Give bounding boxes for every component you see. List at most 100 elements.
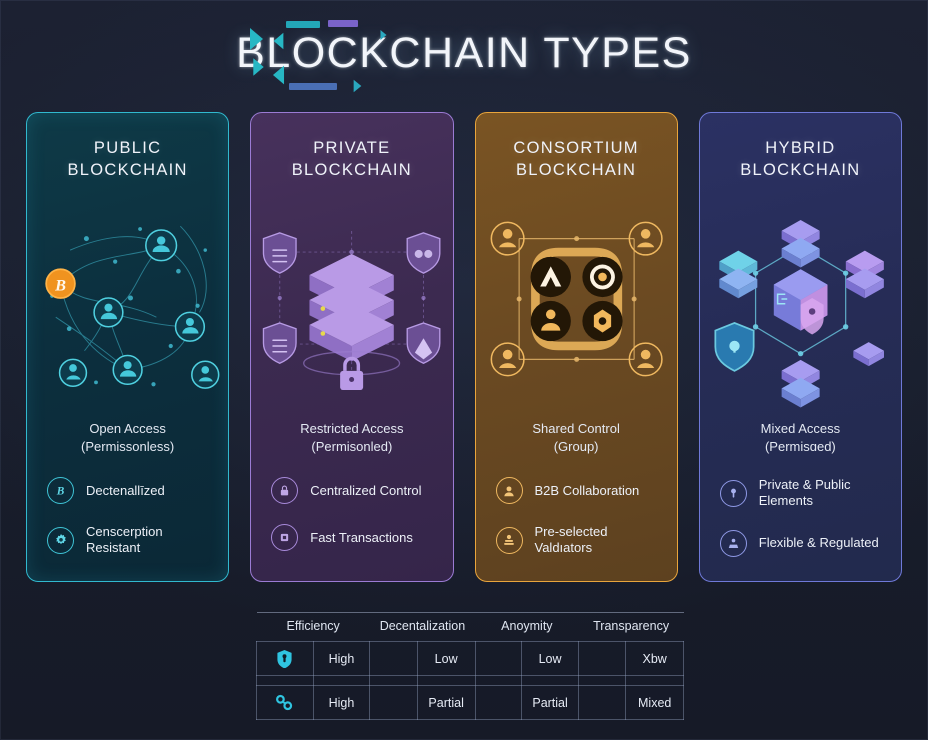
decor-triangle-left-3 [273, 32, 284, 50]
lock-icon [271, 477, 299, 505]
subtitle-line1: Restricted Access [300, 420, 404, 436]
feature-item[interactable]: B2B Collaboration [495, 477, 657, 505]
blockchain-type-cards: PUBLIC BLOCKCHAIN [26, 112, 902, 582]
svg-text:B: B [54, 275, 66, 294]
cell-anonymity: Partial [520, 685, 580, 720]
card-title-line1: PUBLIC [93, 139, 162, 157]
card-title-line2: BLOCKCHAIN [67, 160, 188, 179]
feature-label: B2B Collaboration [534, 482, 640, 498]
decor-bar-blue [289, 83, 337, 90]
card-title-line2: BLOCKCHAIN [515, 160, 637, 179]
comparison-table: Efficiency Decentalization Anoymity Tran… [256, 612, 684, 720]
cell-spacer [578, 685, 627, 720]
subtitle-line2: (Permissonless) [81, 439, 175, 455]
cell-spacer [578, 641, 627, 676]
card-title-consortium: CONSORTIUM BLOCKCHAIN [513, 138, 638, 182]
svg-text:B: B [56, 486, 65, 497]
card-subtitle-public: Open Access (Permissonless) [81, 420, 174, 458]
balance-icon [719, 529, 747, 557]
table-row-spacer [256, 675, 684, 686]
table-header-decentralization: Decentalization [369, 612, 475, 642]
nodes-icon [256, 685, 314, 720]
feature-label: Pre-selected Valdıators [534, 524, 608, 556]
card-hybrid-blockchain[interactable]: HYBRID BLOCKCHAIN [698, 112, 902, 582]
document-icon [271, 524, 299, 552]
spacer-cell [578, 675, 627, 686]
card-public-blockchain[interactable]: PUBLIC BLOCKCHAIN [26, 112, 230, 582]
cell-transparency: Mixed [625, 685, 684, 720]
cell-transparency: Xbw [625, 641, 684, 676]
spacer-cell [520, 675, 580, 686]
cell-spacer [369, 685, 418, 720]
cell-decentralization: Low [416, 641, 476, 676]
feature-list-public: B Dectenallīzed Censcerption Resistant [27, 477, 228, 557]
feature-item[interactable]: Fast Transactions [271, 524, 432, 552]
feature-label: Fast Transactions [310, 529, 413, 545]
feature-label: Centralized Control [310, 482, 422, 498]
feature-list-private: Centralized Control Fast Transactions [251, 477, 452, 552]
subtitle-line2: (Permisonled) [311, 439, 393, 455]
key-icon [719, 479, 747, 507]
spacer-cell [256, 675, 314, 686]
card-consortium-blockchain[interactable]: CONSORTIUM BLOCKCHAIN [474, 112, 678, 582]
shield-icon [256, 641, 314, 676]
feature-label: Private & Public Elements [758, 477, 851, 509]
feature-label: Flexible & Regulated [758, 535, 879, 551]
gear-icon [47, 526, 74, 554]
subtitle-line1: Shared Control [532, 420, 620, 436]
spacer-cell [312, 675, 371, 686]
card-subtitle-consortium: Shared Control (Group) [532, 420, 619, 458]
decor-triangle-right-top [380, 30, 387, 40]
card-title-line1: HYBRID [765, 139, 836, 157]
spacer-cell [625, 675, 684, 686]
header: BLOCKCHAIN TYPES [0, 12, 928, 94]
bitcoin-icon: B [47, 477, 74, 505]
feature-item[interactable]: Censcerption Resistant [47, 524, 208, 557]
decor-bar-teal [286, 21, 320, 28]
subtitle-line1: Open Access [89, 420, 166, 436]
artwork-server-stack-shields [251, 188, 452, 410]
artwork-peer-to-peer-network: B [27, 188, 228, 410]
artwork-hybrid-cubes-hexagon [700, 188, 901, 410]
decor-triangle-left-1 [250, 28, 263, 50]
cell-decentralization: Partial [416, 685, 476, 720]
decor-triangle-left-4 [272, 65, 285, 85]
decor-bar-purple [328, 20, 358, 27]
card-title-line2: BLOCKCHAIN [740, 160, 861, 179]
page-title: BLOCKCHAIN TYPES [236, 28, 692, 77]
feature-item[interactable]: B Dectenallīzed [47, 477, 208, 505]
cell-spacer [474, 685, 522, 720]
artwork-consortium-network [476, 188, 677, 410]
feature-item[interactable]: Pre-selected Valdıators [495, 524, 657, 557]
table-row: High Partial Partial Mixed [256, 685, 684, 720]
table-header-transparency: Transparency [578, 612, 684, 642]
card-title-private: PRIVATE BLOCKCHAIN [292, 138, 412, 182]
feature-item[interactable]: Private & Public Elements [719, 477, 881, 510]
card-subtitle-hybrid: Mixed Access (Permisɑed) [761, 420, 840, 458]
card-title-line1: CONSORTIUM [513, 139, 639, 157]
subtitle-line2: (Group) [553, 439, 599, 455]
table-header-anonymity: Anoymity [475, 612, 579, 642]
feature-item[interactable]: Flexible & Regulated [719, 529, 881, 557]
feature-list-hybrid: Private & Public Elements Flexible & Reg… [700, 477, 901, 557]
card-title-line1: PRIVATE [313, 139, 391, 157]
subtitle-line1: Mixed Access [760, 420, 841, 436]
spacer-cell [369, 675, 418, 686]
feature-list-consortium: B2B Collaboration Pre-selected Valdıator… [476, 477, 677, 557]
spacer-cell [474, 675, 522, 686]
cell-spacer [369, 641, 418, 676]
feature-item[interactable]: Centralized Control [271, 477, 432, 505]
person-icon [495, 477, 523, 505]
table-header-row: Efficiency Decentalization Anoymity Tran… [256, 612, 684, 642]
subtitle-line2: (Permisɑed) [764, 439, 836, 455]
card-title-line2: BLOCKCHAIN [291, 160, 413, 179]
validator-icon [495, 526, 523, 554]
cell-spacer [474, 641, 522, 676]
table-row: High Low Low Xbw [256, 641, 684, 676]
card-title-hybrid: HYBRID BLOCKCHAIN [740, 138, 860, 182]
card-private-blockchain[interactable]: PRIVATE BLOCKCHAIN [250, 112, 454, 582]
cell-efficiency: High [312, 641, 371, 676]
spacer-cell [416, 675, 476, 686]
table-header-efficiency: Efficiency [256, 612, 370, 642]
